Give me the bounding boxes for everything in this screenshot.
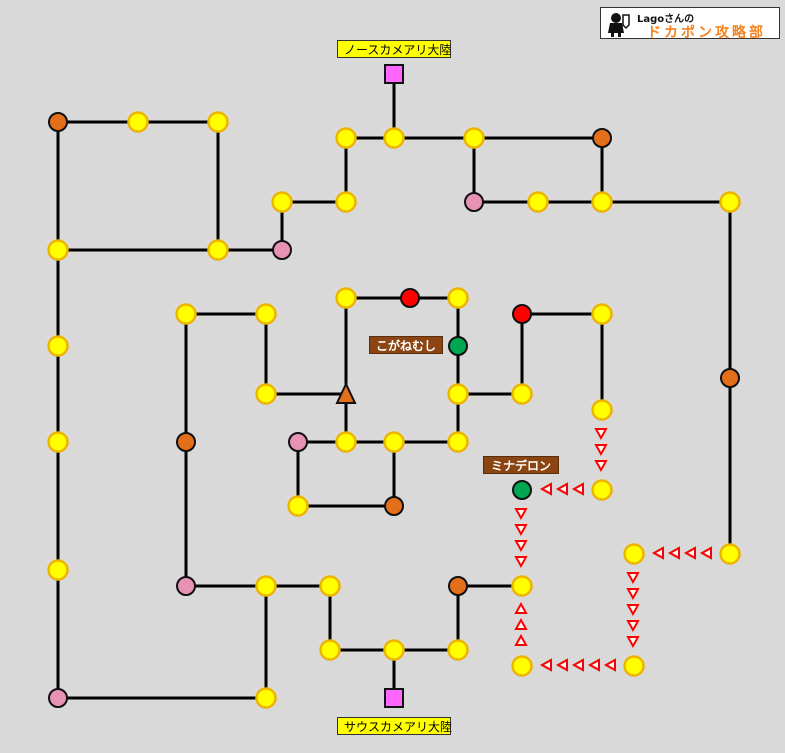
yellow-space xyxy=(447,383,469,405)
arrow-down-icon xyxy=(626,572,640,585)
pink-space xyxy=(272,240,292,260)
arrow-down-icon xyxy=(626,636,640,649)
arrow-up-icon xyxy=(514,601,528,614)
yellow-space xyxy=(383,431,405,453)
yellow-space xyxy=(591,303,613,325)
arrow-down-icon xyxy=(626,604,640,617)
orange-space xyxy=(448,576,468,596)
arrow-left-icon xyxy=(571,658,584,672)
arrow-down-icon xyxy=(514,540,528,553)
yellow-space xyxy=(447,639,469,661)
yellow-space xyxy=(47,559,69,581)
yellow-space xyxy=(591,191,613,213)
arrow-left-icon xyxy=(539,482,552,496)
yellow-space xyxy=(719,543,741,565)
pink-space xyxy=(288,432,308,452)
orange-triangle-space xyxy=(335,381,357,404)
arrow-down-icon xyxy=(594,460,608,473)
yellow-space xyxy=(511,655,533,677)
yellow-space xyxy=(623,543,645,565)
orange-space xyxy=(384,496,404,516)
yellow-space xyxy=(335,127,357,149)
yellow-space xyxy=(463,127,485,149)
yellow-space xyxy=(207,111,229,133)
arrow-down-icon xyxy=(626,588,640,601)
yellow-space xyxy=(591,479,613,501)
arrow-down-icon xyxy=(594,428,608,441)
arrow-left-icon xyxy=(555,482,568,496)
site-logo: Lagoさんの ドカポン攻略部 xyxy=(600,7,780,41)
arrow-left-icon xyxy=(603,658,616,672)
yellow-space xyxy=(447,431,469,453)
orange-space xyxy=(176,432,196,452)
yellow-space xyxy=(319,575,341,597)
yellow-space xyxy=(335,287,357,309)
red-space xyxy=(512,304,532,324)
yellow-space xyxy=(511,383,533,405)
yellow-space xyxy=(47,335,69,357)
map-spaces xyxy=(47,64,741,709)
yellow-space xyxy=(511,575,533,597)
green-space xyxy=(448,336,468,356)
orange-space xyxy=(48,112,68,132)
monster-label-minaderon: ミナデロン xyxy=(483,456,559,474)
yellow-space xyxy=(255,303,277,325)
yellow-space xyxy=(335,191,357,213)
yellow-space xyxy=(383,639,405,661)
green-space xyxy=(512,480,532,500)
site-logo-line1: Lagoさんの xyxy=(637,14,695,25)
orange-space xyxy=(592,128,612,148)
yellow-space xyxy=(255,575,277,597)
pink-space xyxy=(48,688,68,708)
south-exit-label: サウスカメアリ大陸 xyxy=(337,717,452,735)
yellow-space xyxy=(623,655,645,677)
arrow-down-icon xyxy=(514,508,528,521)
yellow-space xyxy=(127,111,149,133)
yellow-space xyxy=(335,431,357,453)
arrow-up-icon xyxy=(514,617,528,630)
orange-space xyxy=(720,368,740,388)
arrow-down-icon xyxy=(514,556,528,569)
arrow-left-icon xyxy=(683,546,696,560)
arrow-up-icon xyxy=(514,633,528,646)
yellow-space xyxy=(47,431,69,453)
yellow-space xyxy=(527,191,549,213)
yellow-space xyxy=(719,191,741,213)
yellow-space xyxy=(271,191,293,213)
arrow-left-icon xyxy=(555,658,568,672)
yellow-space xyxy=(447,287,469,309)
monster-label-koganemushi: こがねむし xyxy=(369,336,443,354)
yellow-space xyxy=(255,383,277,405)
arrow-left-icon xyxy=(699,546,712,560)
pink-space xyxy=(464,192,484,212)
pink-space xyxy=(176,576,196,596)
yellow-space xyxy=(287,495,309,517)
warrior-mascot-icon xyxy=(608,13,630,37)
yellow-space xyxy=(207,239,229,261)
yellow-space xyxy=(383,127,405,149)
yellow-space xyxy=(255,687,277,709)
yellow-space xyxy=(47,239,69,261)
arrow-left-icon xyxy=(651,546,664,560)
arrow-left-icon xyxy=(571,482,584,496)
arrow-left-icon xyxy=(539,658,552,672)
direction-arrows xyxy=(514,428,712,672)
red-space xyxy=(400,288,420,308)
arrow-down-icon xyxy=(594,444,608,457)
north-exit-label: ノースカメアリ大陸 xyxy=(337,40,451,58)
north-warp-square xyxy=(384,64,404,84)
yellow-space xyxy=(591,399,613,421)
yellow-space xyxy=(319,639,341,661)
south-warp-square xyxy=(384,688,404,708)
site-logo-line2: ドカポン攻略部 xyxy=(647,25,766,41)
arrow-down-icon xyxy=(514,524,528,537)
arrow-down-icon xyxy=(626,620,640,633)
yellow-space xyxy=(175,303,197,325)
arrow-left-icon xyxy=(587,658,600,672)
arrow-left-icon xyxy=(667,546,680,560)
